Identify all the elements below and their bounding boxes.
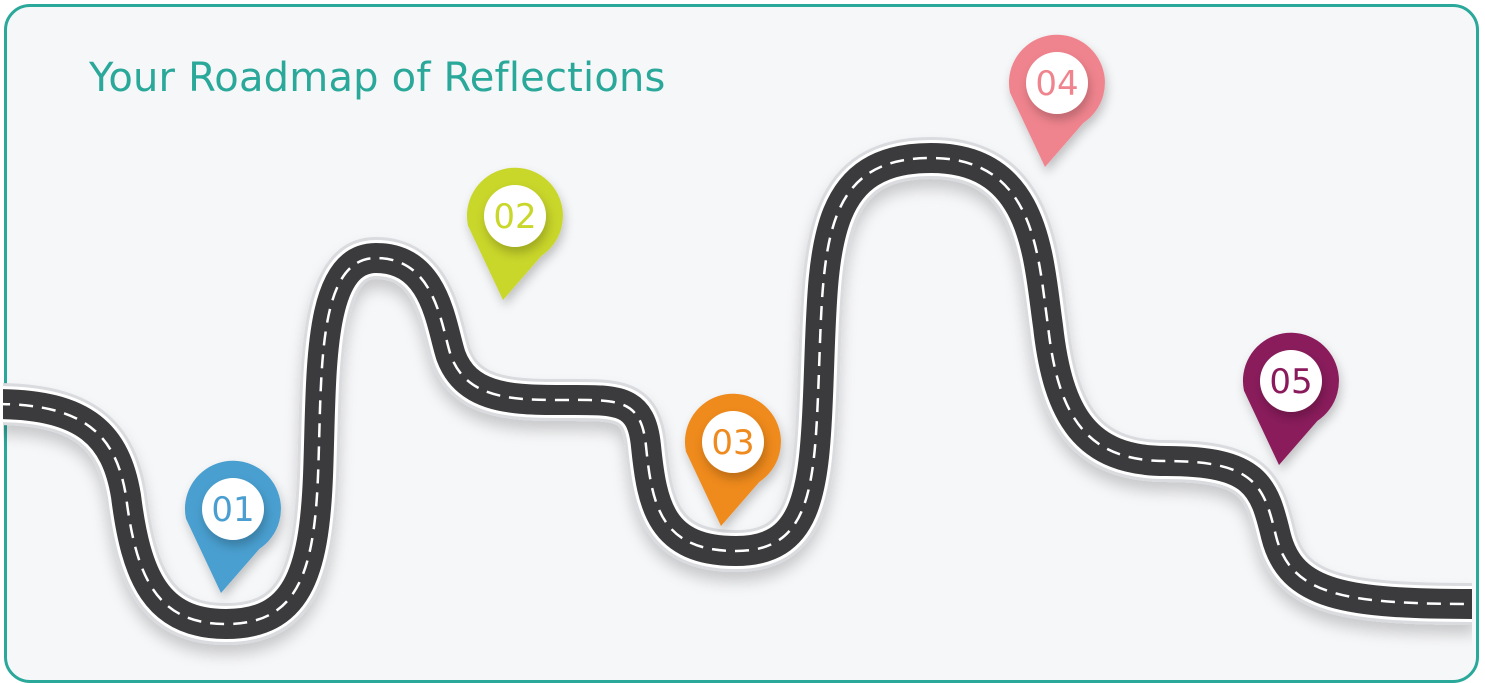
milestone-label: 05 — [1269, 362, 1312, 402]
milestone-label: 02 — [493, 197, 536, 237]
milestone-pin-05: 05 — [1242, 332, 1339, 465]
milestone-pin-02: 02 — [466, 167, 563, 300]
pin-badge — [1260, 350, 1322, 412]
pin-badge — [702, 411, 764, 473]
milestone-pin-01: 01 — [184, 460, 281, 593]
milestone-label: 04 — [1035, 64, 1078, 104]
milestone-label: 03 — [711, 423, 754, 463]
milestone-label: 01 — [211, 490, 254, 530]
milestone-pins: 01 02 03 04 05 — [184, 34, 1339, 593]
milestone-pin-03: 03 — [684, 393, 781, 526]
roadmap-title: Your Roadmap of Reflections — [89, 55, 666, 101]
road — [3, 136, 1472, 646]
pin-badge — [1026, 52, 1088, 114]
milestone-pin-04: 04 — [1008, 34, 1105, 167]
road-center-line — [3, 156, 1472, 626]
pin-badge — [484, 185, 546, 247]
pin-badge — [202, 478, 264, 540]
